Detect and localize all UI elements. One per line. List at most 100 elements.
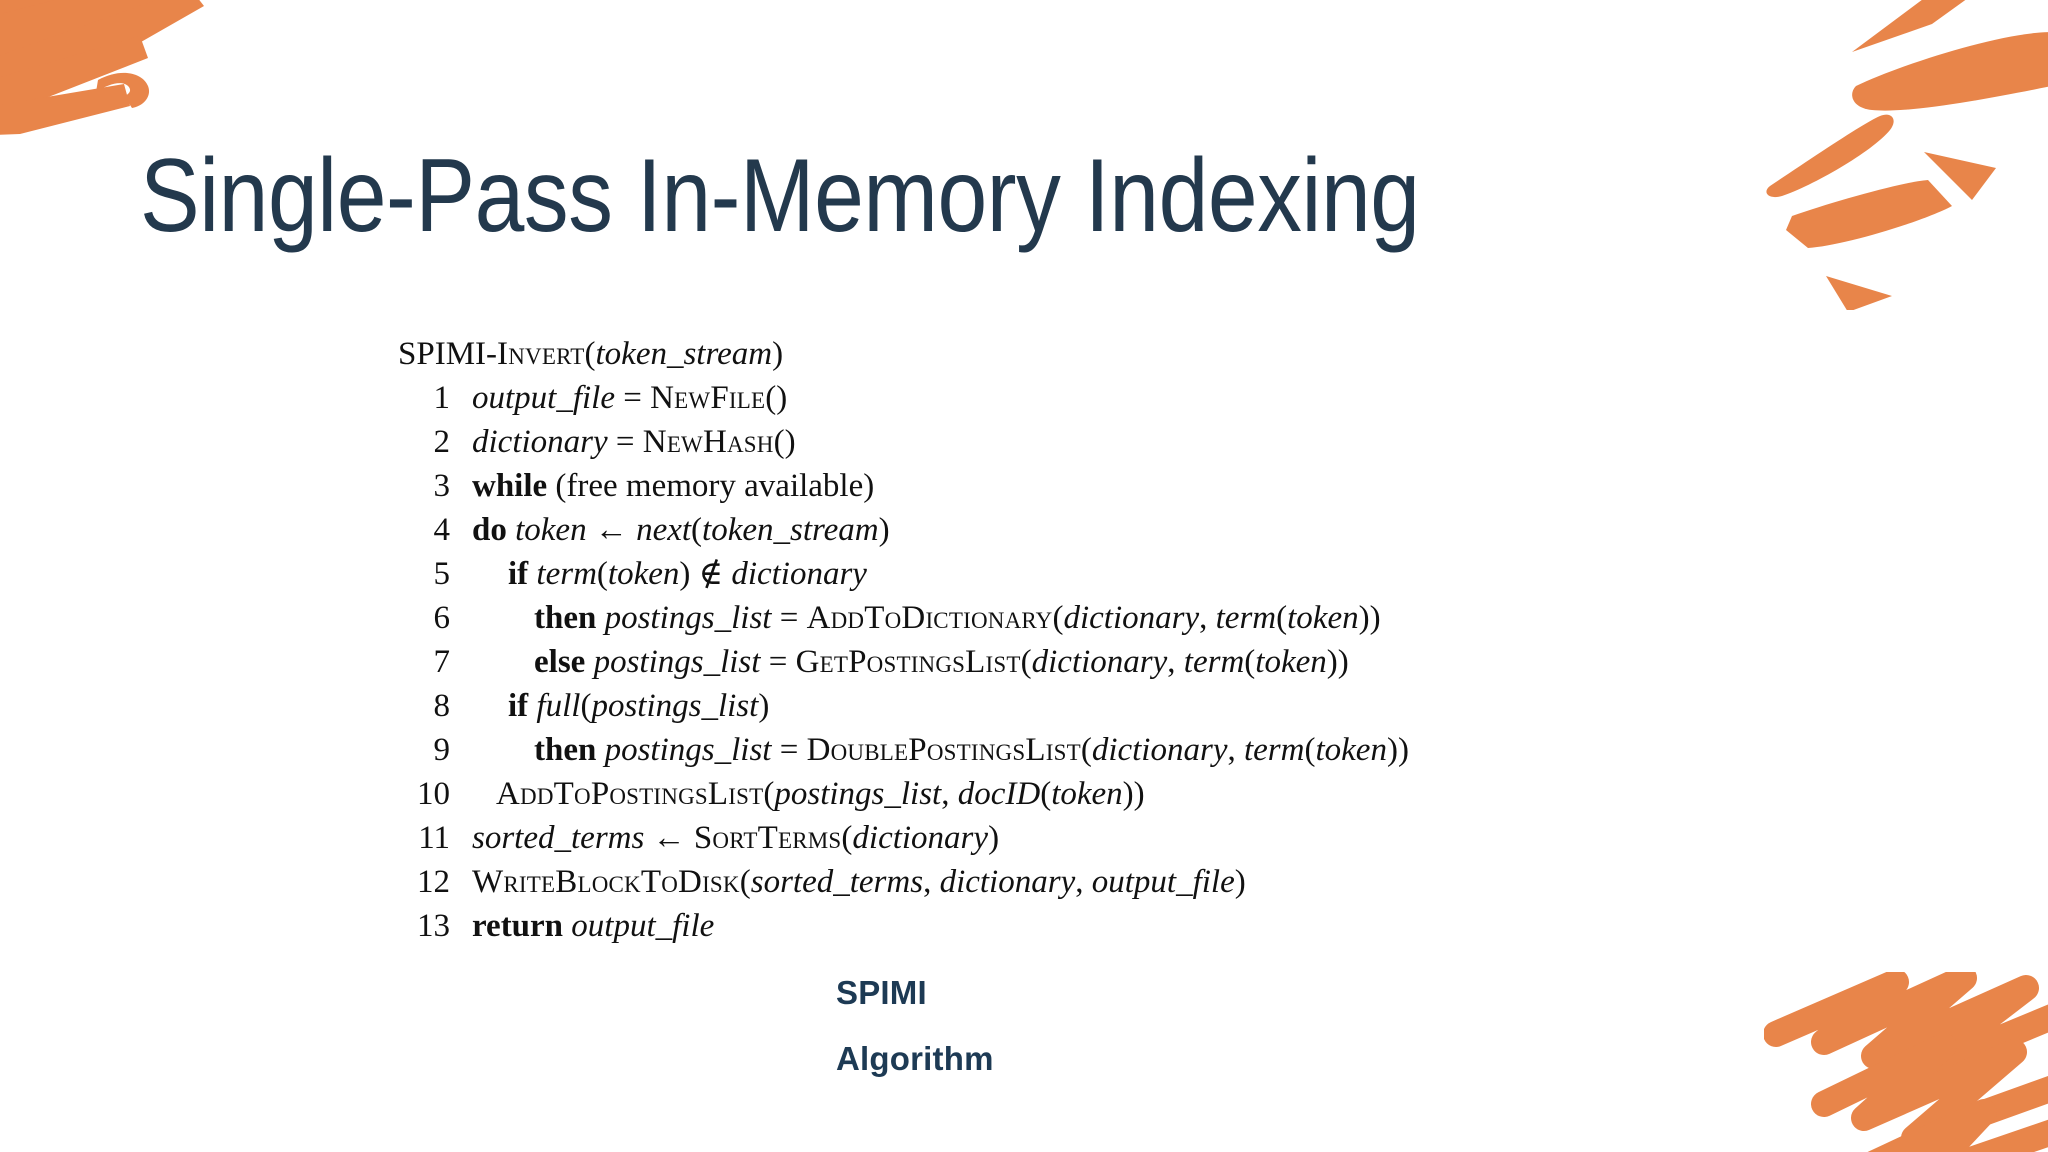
code-token: full [536,688,581,724]
algorithm-line-text: output_file = NewFile() [472,376,787,420]
code-token: term [1215,600,1277,636]
code-token: output_file [1091,864,1235,900]
caption-line-1: SPIMI [836,974,927,1011]
code-token: ( [584,336,596,372]
code-token: ( [1040,776,1052,812]
algorithm-line-text: if full(postings_list) [472,684,769,728]
algorithm-line-text: dictionary = NewHash() [472,420,796,464]
code-token: dictionary [1091,732,1228,768]
code-token: )) [1386,732,1409,768]
code-token: Invert [497,336,585,372]
code-token: ← [644,820,694,856]
algorithm-line-text: while (free memory available) [472,464,874,508]
code-token: () [773,424,796,460]
code-token [585,644,593,680]
algorithm-line: 2 dictionary = NewHash() [398,420,1409,464]
code-token: then [534,732,597,768]
code-token: ) [772,336,784,372]
code-token: token [1255,644,1327,680]
code-token: sorted_terms [750,864,924,900]
line-number: 2 [433,424,451,460]
code-token: ) [1234,864,1246,900]
code-token: token_stream [702,512,879,548]
code-token: , [923,864,940,900]
code-token: dictionary [1063,600,1200,636]
code-token: NewFile [650,380,766,416]
code-token: ( [1052,600,1064,636]
code-token: ( [739,864,751,900]
code-token: token [607,556,680,592]
code-token [507,512,515,548]
code-token: , [1227,732,1244,768]
code-token: DoublePostingsList [806,732,1081,768]
line-number: 1 [433,380,451,416]
algorithm-line-text: else postings_list = GetPostingsList(dic… [472,640,1349,684]
brush-strokes-top-right-icon [1752,0,2048,312]
code-token: token [1287,600,1359,636]
line-number: 4 [433,512,451,548]
code-token: ( [763,776,775,812]
code-token: next [636,512,692,548]
code-token: , [1199,600,1216,636]
code-token: ( [596,556,608,592]
code-token: dictionary [731,556,867,592]
algorithm-line-text: then postings_list = AddToDictionary(dic… [472,596,1381,640]
code-token: , [941,776,958,812]
code-token: dictionary [852,820,989,856]
code-token: WriteBlockToDisk [472,864,740,900]
algorithm-line-text: sorted_terms ← SortTerms(dictionary) [472,816,999,860]
code-token: GetPostingsList [795,644,1021,680]
code-token: while [472,468,548,504]
code-token: = [607,424,643,460]
caption-block: SPIMI Algorithm [836,960,994,1092]
code-token: postings_list [591,688,759,724]
code-token: dictionary [939,864,1076,900]
code-token: AddToPostingsList [496,776,764,812]
line-number: 6 [433,600,451,636]
algorithm-line-text: if term(token) ∉ dictionary [472,552,867,596]
code-token: ) [878,512,890,548]
code-token: AddToDictionary [806,600,1053,636]
code-token: = [760,644,796,680]
brush-zigzag-bottom-right-icon [1763,965,2048,1152]
code-token: docID [957,776,1041,812]
brush-scribble-top-left-icon [0,0,240,160]
algorithm-line-text: return output_file [472,904,714,948]
algorithm-header-line: SPIMI-Invert(token_stream) [398,332,1409,376]
code-token: = [771,600,807,636]
code-token [596,600,604,636]
code-token: (free memory available) [547,468,875,504]
code-token: SPIMI- [398,336,498,372]
algorithm-header-text: SPIMI-Invert(token_stream) [398,332,783,376]
code-token: if [508,556,529,592]
code-token: term [1243,732,1305,768]
code-token: ( [1244,644,1256,680]
code-token: )) [1122,776,1145,812]
code-token: )) [1326,644,1349,680]
line-number: 10 [417,776,450,812]
code-token: ) [988,820,1000,856]
code-token: token [1051,776,1123,812]
code-token: token_stream [595,336,773,372]
code-token: return [472,908,564,944]
code-token: SortTerms [693,820,842,856]
code-token: ( [1304,732,1316,768]
code-token: ( [1276,600,1288,636]
algorithm-line-text: AddToPostingsList(postings_list, docID(t… [472,772,1145,816]
code-token: , [1075,864,1092,900]
algorithm-line-text: WriteBlockToDisk(sorted_terms, dictionar… [472,860,1246,904]
code-token: postings_list [604,600,772,636]
code-token: ( [841,820,853,856]
code-token: token [515,512,587,548]
code-token: NewHash [642,424,774,460]
code-token: then [534,600,597,636]
code-token: token [1315,732,1387,768]
